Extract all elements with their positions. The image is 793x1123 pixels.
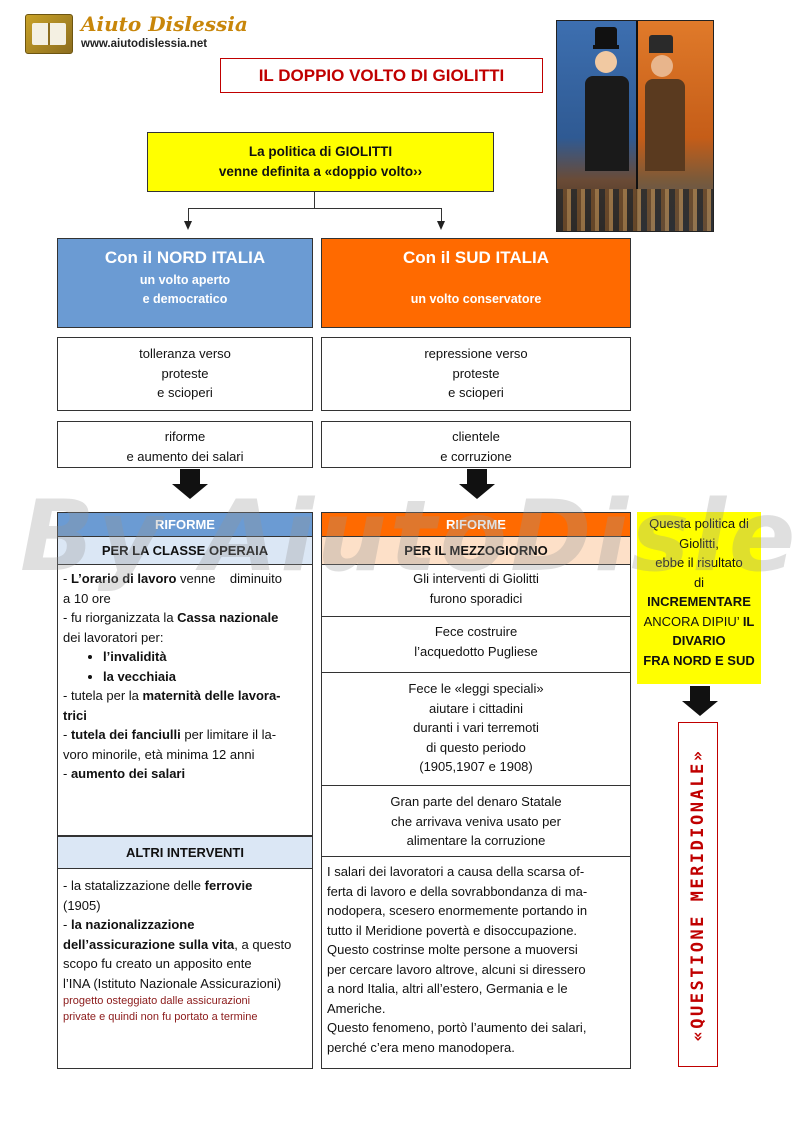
nord-header: Con il NORD ITALIA un volto aperto e dem… [57,238,313,328]
sud-down-arrow-icon [459,469,495,499]
intro-line-1: La politica di GIOLITTI [248,144,393,159]
sud-sub: un volto conservatore [410,292,542,306]
nord-box1-line-1: tolleranza verso [139,346,231,361]
sud-title: Con il SUD ITALIA [402,248,550,267]
divario-box: Questa politica di Giolitti, ebbe il ris… [637,512,761,684]
page-title: IL DOPPIO VOLTO DI GIOLITTI [220,58,543,93]
altri-interventi-list: - la statalizzazione delle ferrovie (190… [57,869,313,1069]
sud-header: Con il SUD ITALIA un volto conservatore [321,238,631,328]
side-down-arrow-icon [682,686,718,716]
nord-down-arrow-icon [172,469,208,499]
nord-box1-line-2: proteste [161,365,209,381]
nord-riforme-box: riforme e aumento dei salari [57,421,313,468]
ferrovie: ferrovie [204,878,253,893]
nord-sub-2: e democratico [142,292,228,306]
altri-interventi-title: ALTRI INTERVENTI [57,836,313,869]
sud-box2-line-1: clientele [452,429,500,444]
nord-riforme-label: RIFORME [57,512,313,537]
intro-line-2: venne definita a «doppio volto›› [218,164,423,179]
sud-box1-line-1: repressione verso [424,346,528,361]
nord-section-title: PER LA CLASSE OPERAIA [57,537,313,565]
sud-section-title: PER IL MEZZOGIORNO [321,537,631,565]
sud-box2-line-2: e corruzione [440,448,512,464]
nazionalizzazione: la nazionalizzazione [70,917,195,932]
sud-acquedotto: Fece costruire l’acquedotto Pugliese [321,617,631,673]
logo: Aiuto Dislessia www.aiutodislessia.net [25,12,248,57]
nord-box1-line-3: e scioperi [157,385,213,400]
cassa-nazionale: Cassa nazionale [177,610,279,625]
sud-interventi-sporadici: Gli interventi di Giolitti furono sporad… [321,565,631,617]
connector-left-arrow [188,208,189,223]
arrowhead-right-icon [437,221,445,230]
questione-meridionale-label: «QUESTIONE MERIDIONALE» [678,722,718,1067]
connector-right-arrow [441,208,442,223]
giolitti-cartoon-image [556,20,714,232]
sud-leggi-speciali: Fece le «leggi speciali» aiutare i citta… [321,673,631,786]
book-icon [25,14,73,54]
intro-box: La politica di GIOLITTI venne definita a… [147,132,494,192]
bullet-vecchiaia: la vecchiaia [103,667,307,687]
nord-title: Con il NORD ITALIA [104,248,266,267]
connector-vertical [314,192,315,208]
assicurazione-vita: dell’assicurazione sulla vita [63,936,235,952]
brand-name: Aiuto Dislessia [81,12,248,36]
brand-url[interactable]: www.aiutodislessia.net [81,38,208,50]
progetto-note-1: progetto osteggiato dalle assicurazioni [63,995,251,1007]
sud-repressione-box: repressione verso proteste e scioperi [321,337,631,411]
nord-box2-line-1: riforme [164,429,206,444]
connector-horizontal [188,208,441,209]
sud-clientele-box: clientele e corruzione [321,421,631,468]
sud-box1-line-2: proteste [452,365,500,381]
nord-reforms-list: - L’orario di lavoro venne diminuito a 1… [57,565,313,836]
sud-box1-line-3: e scioperi [448,385,504,400]
nord-sub-1: un volto aperto [139,273,231,287]
aumento-salari: aumento dei salari [70,766,186,781]
sud-riforme-label: RIFORME [321,512,631,537]
progetto-note-2: private e quindi non fu portato a termin… [63,1011,258,1023]
orario-di-lavoro: L’orario di lavoro [70,571,177,586]
sud-salari-paragraph: I salari dei lavoratori a causa della sc… [321,857,631,1069]
nord-tolleranza-box: tolleranza verso proteste e scioperi [57,337,313,411]
maternita: maternità delle lavora- [142,688,281,703]
arrowhead-left-icon [184,221,192,230]
sud-corruzione: Gran parte del denaro Statale che arriva… [321,786,631,857]
tutela-fanciulli: tutela dei fanciulli [70,727,181,742]
nord-box2-line-2: e aumento dei salari [126,448,244,464]
bullet-invalidita: l’invalidità [103,647,307,667]
